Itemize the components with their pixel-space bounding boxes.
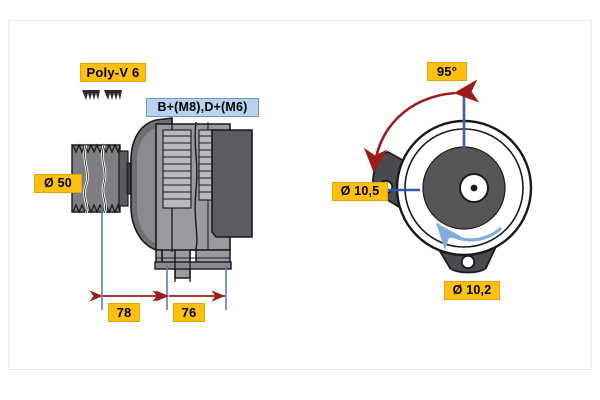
pulley — [71, 143, 133, 214]
label-poly-v: Poly-V 6 — [80, 63, 146, 82]
rotation-arrow — [435, 222, 503, 251]
shaft-center — [470, 184, 478, 192]
stator-fins-left — [162, 129, 192, 209]
label-angle-95: 95° — [427, 62, 467, 81]
label-pulley-diameter: Ø 50 — [34, 174, 82, 193]
angle-arc-95 — [363, 79, 480, 174]
label-dimension-76: 76 — [173, 303, 205, 322]
side-elevation-view — [71, 90, 253, 310]
mounting-foot — [154, 249, 232, 282]
front-elevation-view — [363, 79, 533, 274]
label-bolt-hole-102: Ø 10,2 — [444, 281, 500, 300]
label-terminals: B+(M8),D+(M6) — [146, 98, 259, 117]
label-dimension-78: 78 — [108, 303, 140, 322]
regulator-cover — [211, 129, 253, 238]
label-bolt-hole-105: Ø 10,5 — [332, 182, 388, 201]
poly-v-profile-icon — [82, 90, 122, 100]
